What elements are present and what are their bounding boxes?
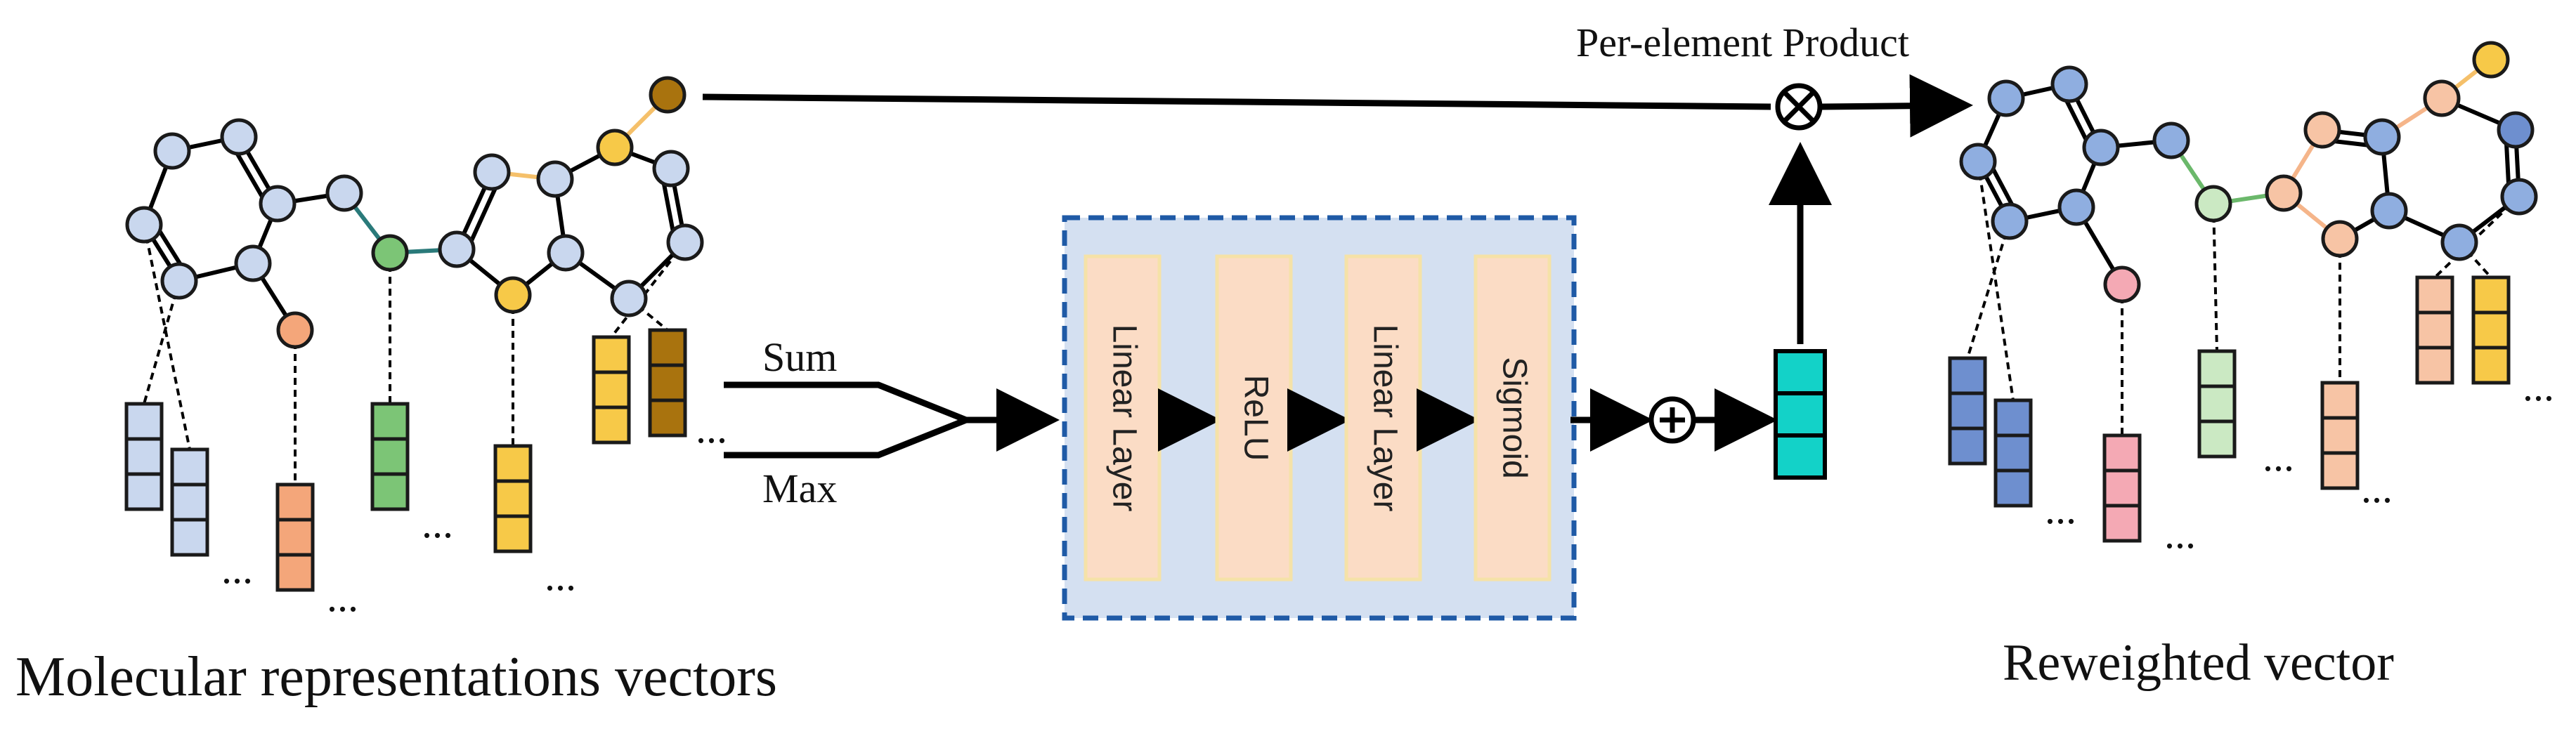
feature-vector (2415, 275, 2454, 385)
feature-vector (1948, 356, 1987, 466)
gate-vector (1774, 349, 1827, 480)
dashed-link (1977, 161, 2015, 401)
atom (596, 129, 634, 166)
feature-vector (275, 482, 315, 592)
atom (666, 223, 704, 261)
atom (125, 206, 163, 244)
max-label: Max (762, 466, 837, 511)
atom (652, 150, 690, 188)
layer-3: Linear Layer (1344, 254, 1422, 582)
feature-vector (648, 328, 687, 438)
atom (2050, 65, 2088, 103)
atom (325, 174, 363, 212)
atom (2363, 118, 2401, 156)
feature-vector (1993, 398, 2033, 508)
feature-vector (2320, 381, 2360, 490)
left-caption: Molecular representations vectors (15, 646, 777, 708)
add-icon (1648, 396, 1696, 444)
dashed-link (1966, 221, 2011, 359)
atom (438, 230, 476, 268)
atom (2497, 111, 2535, 149)
atom (2057, 188, 2095, 226)
layer-label: ReLU (1237, 375, 1274, 461)
sum-label: Sum (762, 334, 837, 380)
atom (649, 76, 687, 114)
feature-vector (124, 402, 164, 511)
ellipsis: ... (422, 500, 453, 546)
product-output-arrow (1821, 74, 1973, 138)
sum-branch (724, 381, 968, 423)
feature-vector (2102, 433, 2142, 543)
atom (2321, 220, 2359, 258)
product-label: Per-element Product (1576, 20, 1909, 65)
atom (2440, 223, 2478, 261)
atom (259, 185, 297, 223)
atom (494, 276, 532, 314)
ellipsis: ... (2361, 465, 2393, 511)
ellipsis: ... (327, 574, 358, 620)
feature-vector (170, 447, 209, 557)
atom (610, 280, 648, 317)
atom (2303, 111, 2341, 149)
layer-label: Linear Layer (1366, 324, 1403, 512)
atom (2265, 174, 2303, 212)
multiply-icon (1775, 83, 1823, 131)
skip-connection-arrow (702, 93, 1771, 110)
feature-vector (2471, 275, 2511, 385)
dashed-link (610, 241, 687, 339)
atom (473, 153, 511, 191)
layer-4: Sigmoid (1474, 254, 1552, 582)
layer-label: Linear Layer (1105, 324, 1143, 512)
right-caption: Reweighted vector (2003, 634, 2394, 692)
atom (371, 234, 409, 272)
ellipsis: ... (2164, 511, 2196, 557)
atom (2370, 192, 2408, 230)
dashed-link (143, 224, 191, 450)
right-molecule (1948, 41, 2538, 543)
atom (2194, 185, 2232, 223)
atom (1959, 143, 1997, 180)
feature-vector (2197, 349, 2237, 459)
dashed-link (2433, 195, 2520, 279)
atom (2472, 41, 2510, 79)
atom (547, 234, 585, 272)
dashed-link (2212, 203, 2218, 352)
left-molecule (124, 76, 704, 592)
ellipsis: ... (221, 546, 253, 592)
layer-label: Sigmoid (1495, 357, 1533, 478)
atom (536, 160, 574, 198)
atom (2103, 265, 2141, 303)
max-branch (724, 416, 968, 459)
atom (234, 244, 272, 282)
atom (220, 118, 258, 156)
atom (1987, 79, 2025, 117)
layer-1: Linear Layer (1084, 254, 1162, 582)
dashed-link (2458, 241, 2492, 279)
atom (2082, 129, 2120, 166)
atom (2500, 178, 2538, 216)
feature-vector (370, 402, 410, 511)
atom (1991, 202, 2029, 240)
ellipsis: ... (545, 553, 576, 599)
dashed-link (627, 297, 669, 331)
ellipsis: ... (2523, 363, 2554, 409)
atom (2423, 79, 2461, 117)
atom (276, 311, 314, 349)
atom (160, 262, 198, 300)
ellipsis: ... (696, 405, 727, 452)
ellipsis: ... (2045, 486, 2076, 532)
atom (2152, 121, 2190, 159)
feature-vector (493, 444, 533, 553)
atom (153, 132, 191, 170)
dashed-link (143, 280, 181, 405)
layer-2: ReLU (1215, 254, 1293, 582)
feature-vector (592, 335, 631, 445)
ellipsis: ... (2263, 433, 2294, 480)
